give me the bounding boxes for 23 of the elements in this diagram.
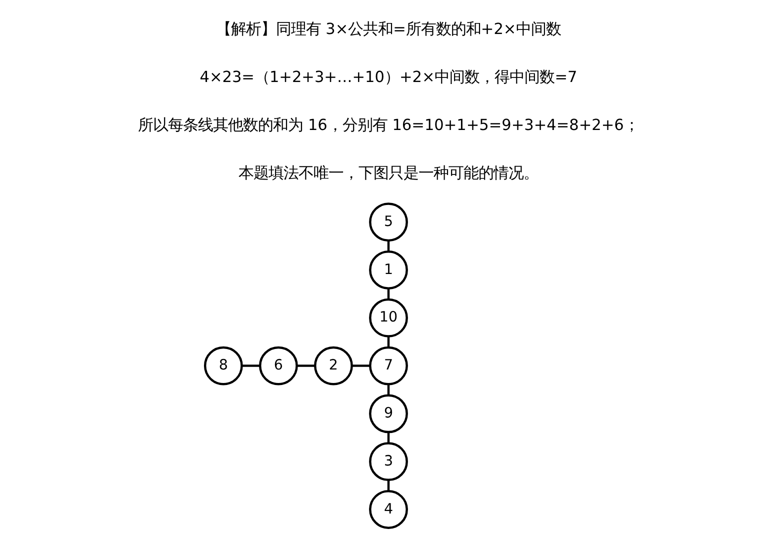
label: 【解析】同理有 3×公共和=所有数的和+2×中间数 [215, 20, 561, 38]
node-circle: 9 [368, 394, 408, 434]
label: 4×23=（1+2+3+…+10）+2×中间数，得中间数=7 [199, 68, 577, 86]
node-circle: 5 [368, 202, 408, 242]
node-circle: 4 [368, 490, 408, 529]
label: 本题填法不唯一，下图只是一种可能的情况。 [238, 164, 538, 182]
connector [386, 288, 390, 300]
connector [386, 240, 390, 252]
node-circle: 2 [314, 346, 352, 386]
connector [386, 432, 390, 444]
connector [386, 336, 390, 348]
label: 所以每条线其他数的和为 16，分别有 16=10+1+5=9+3+4=8+2+6； [138, 116, 638, 134]
node-circle: 8 [203, 346, 242, 386]
connector [386, 384, 390, 396]
connector [386, 480, 390, 492]
node-circle: 1 [368, 250, 408, 290]
connector [241, 364, 260, 367]
node-circle: 3 [368, 442, 408, 482]
node-circle: 10 [368, 298, 408, 338]
connector [351, 364, 370, 367]
connector [296, 364, 314, 367]
node-circle: 7 [368, 346, 408, 386]
node-circle: 6 [258, 346, 298, 386]
